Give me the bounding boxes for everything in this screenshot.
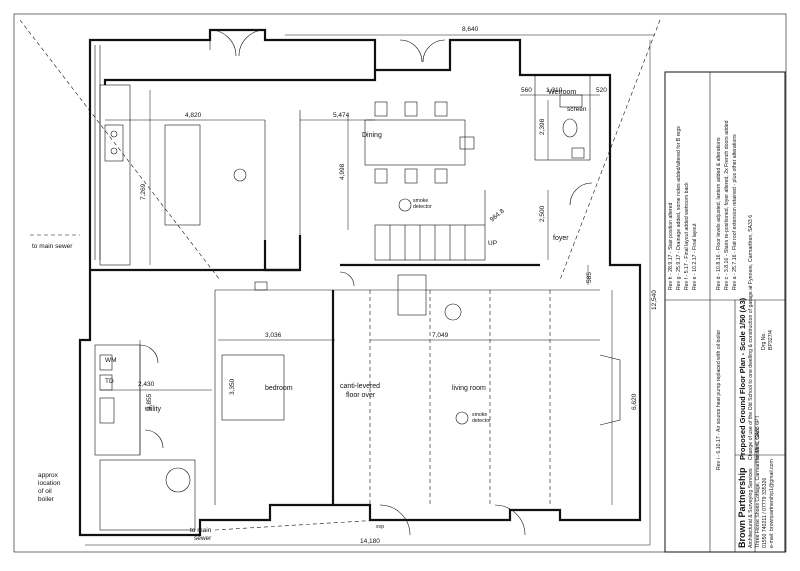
- svg-text:2,855: 2,855: [146, 393, 153, 410]
- doors: [139, 29, 593, 536]
- dimension-text: 8,640 4,820 7,269 5,474 4,998 1,310 560 …: [138, 26, 658, 545]
- note-main-sewer-left: to main sewer: [32, 243, 73, 250]
- drawing-title: Proposed Ground Floor Plan - Scale 1/50 …: [738, 297, 747, 460]
- svg-text:964.8: 964.8: [489, 207, 506, 223]
- svg-text:Rev f - 5.17 - Final layout ad: Rev f - 5.17 - Final layout added wetroo…: [684, 182, 690, 290]
- room-labels: Dining Wetroom screen foyer bedroom cant…: [105, 89, 587, 413]
- note-svp: svp: [376, 524, 384, 530]
- sheet-border: [13, 13, 787, 553]
- note-main-sewer-bottom-1: to main: [190, 527, 212, 534]
- label-cantilevered-2: floor over: [346, 392, 376, 399]
- company-name: Brown Partnership: [737, 467, 747, 548]
- bed: [221, 354, 285, 421]
- oil-tank: [165, 467, 191, 493]
- svg-text:Rev g - 25.9.17 - Drainage add: Rev g - 25.9.17 - Drainage added, some n…: [676, 126, 682, 290]
- drg-no: BP327/4: [768, 330, 774, 350]
- svg-text:4,820: 4,820: [185, 112, 202, 119]
- svg-text:2,500: 2,500: [539, 205, 546, 222]
- svg-text:4,998: 4,998: [339, 163, 346, 180]
- dining-table: [364, 101, 475, 184]
- svg-text:5,474: 5,474: [333, 112, 350, 119]
- label-dining: Dining: [362, 132, 382, 139]
- ceiling-light-living: [455, 411, 469, 425]
- label-screen: screen: [567, 106, 587, 113]
- kitchen-worktop: [99, 84, 131, 266]
- wetroom-box: [534, 74, 591, 161]
- svg-text:detector: detector: [472, 418, 491, 424]
- company-phone: 01550 740211 / 07779 335326: [762, 478, 768, 548]
- drain-to-sewer-bottom: [214, 519, 381, 531]
- label-cantilevered-1: canti-levered: [340, 383, 380, 390]
- kitchen-island: [164, 124, 201, 226]
- label-wm: WM: [105, 357, 117, 364]
- svg-text:2,398: 2,398: [539, 118, 546, 135]
- drg-no-label: Drg No.: [761, 332, 767, 350]
- revisions-list: Rev h - 28.9.17 - Stair position altered…: [668, 120, 738, 470]
- svg-text:Rev c - 3.8.16 - Stairs re-pos: Rev c - 3.8.16 - Stairs re-positioned, f…: [724, 120, 730, 290]
- svg-text:8,640: 8,640: [462, 26, 479, 33]
- title-block-text: Proposed Ground Floor Plan - Scale 1/50 …: [737, 215, 775, 548]
- svg-text:detector: detector: [413, 204, 432, 210]
- stair: [374, 190, 486, 261]
- sink-unit: [397, 274, 427, 316]
- label-living: living room: [452, 385, 486, 392]
- kitchen-sink: [104, 124, 124, 162]
- boiler-circle: [444, 303, 462, 321]
- svg-text:of oil: of oil: [38, 488, 52, 495]
- ceiling-light-dining: [398, 198, 412, 212]
- svg-text:Rev a - 25.7.16 - Flat roof ex: Rev a - 25.7.16 - Flat roof extension re…: [732, 134, 738, 290]
- kitchen-dining-wall: [263, 235, 302, 272]
- label-bedroom: bedroom: [265, 385, 293, 392]
- note-smoke-dining-1: smoke: [413, 198, 428, 204]
- bay-window: [599, 354, 621, 426]
- note-main-sewer-bottom-2: sewer: [194, 535, 212, 542]
- svg-text:location: location: [38, 480, 61, 487]
- company-sub: Architectural & Surveying Services: [748, 468, 754, 548]
- notes: to main sewer to main sewer approx locat…: [32, 198, 491, 542]
- svg-text:2,430: 2,430: [138, 381, 155, 388]
- diagonal-guide-left: [19, 19, 221, 281]
- company-address: Three Horse Shoes Cottage, Carmarthenshi…: [755, 415, 761, 548]
- svg-text:boiler: boiler: [38, 496, 55, 503]
- svg-text:520: 520: [596, 87, 607, 94]
- label-up: UP: [488, 240, 497, 247]
- client-text: for Mr C Clark: [755, 427, 761, 460]
- svg-text:1,310: 1,310: [546, 87, 563, 94]
- title-block: [664, 71, 786, 553]
- diagonal-guide-right: [559, 19, 661, 281]
- label-utility: utility: [145, 406, 161, 413]
- svg-text:Rev d - 10.8.16 - Floor levels: Rev d - 10.8.16 - Floor levels adjusted,…: [716, 137, 722, 290]
- svg-text:7,269: 7,269: [140, 183, 147, 200]
- note-oil-boiler-1: approx: [38, 472, 59, 479]
- oil-boiler-area: [99, 459, 196, 531]
- basin-icon: [571, 147, 585, 159]
- svg-text:3,350: 3,350: [229, 378, 236, 395]
- svg-text:12,540: 12,540: [651, 290, 658, 310]
- company-email: e-mail: brownpartnership1@gmail.com: [769, 459, 775, 548]
- dimension-lines: [85, 34, 655, 546]
- label-td: TD: [105, 378, 114, 385]
- svg-text:Rev e - 10.2.17 - Final layout: Rev e - 10.2.17 - Final layout: [692, 223, 698, 290]
- project-text: Change of use of the Old School to one d…: [748, 215, 754, 460]
- outer-walls: [78, 28, 642, 537]
- label-wetroom: Wetroom: [548, 89, 576, 96]
- svg-text:7,049: 7,049: [432, 332, 449, 339]
- ceiling-light-kitchen: [233, 168, 247, 182]
- svg-text:6,620: 6,620: [631, 393, 638, 410]
- note-smoke-living-1: smoke: [472, 412, 487, 418]
- svg-text:560: 560: [521, 87, 532, 94]
- label-foyer: foyer: [553, 235, 569, 242]
- svg-text:3,036: 3,036: [265, 332, 282, 339]
- svg-text:14,180: 14,180: [360, 538, 380, 545]
- wc-icon: [562, 118, 578, 138]
- svg-text:Rev i - 6.10.17 - Air source h: Rev i - 6.10.17 - Air source heat pump r…: [716, 330, 722, 470]
- svg-text:585: 585: [586, 272, 593, 283]
- utility-counter: [94, 344, 141, 456]
- svg-text:Rev h - 28.9.17 - Stair positi: Rev h - 28.9.17 - Stair position altered: [668, 203, 674, 290]
